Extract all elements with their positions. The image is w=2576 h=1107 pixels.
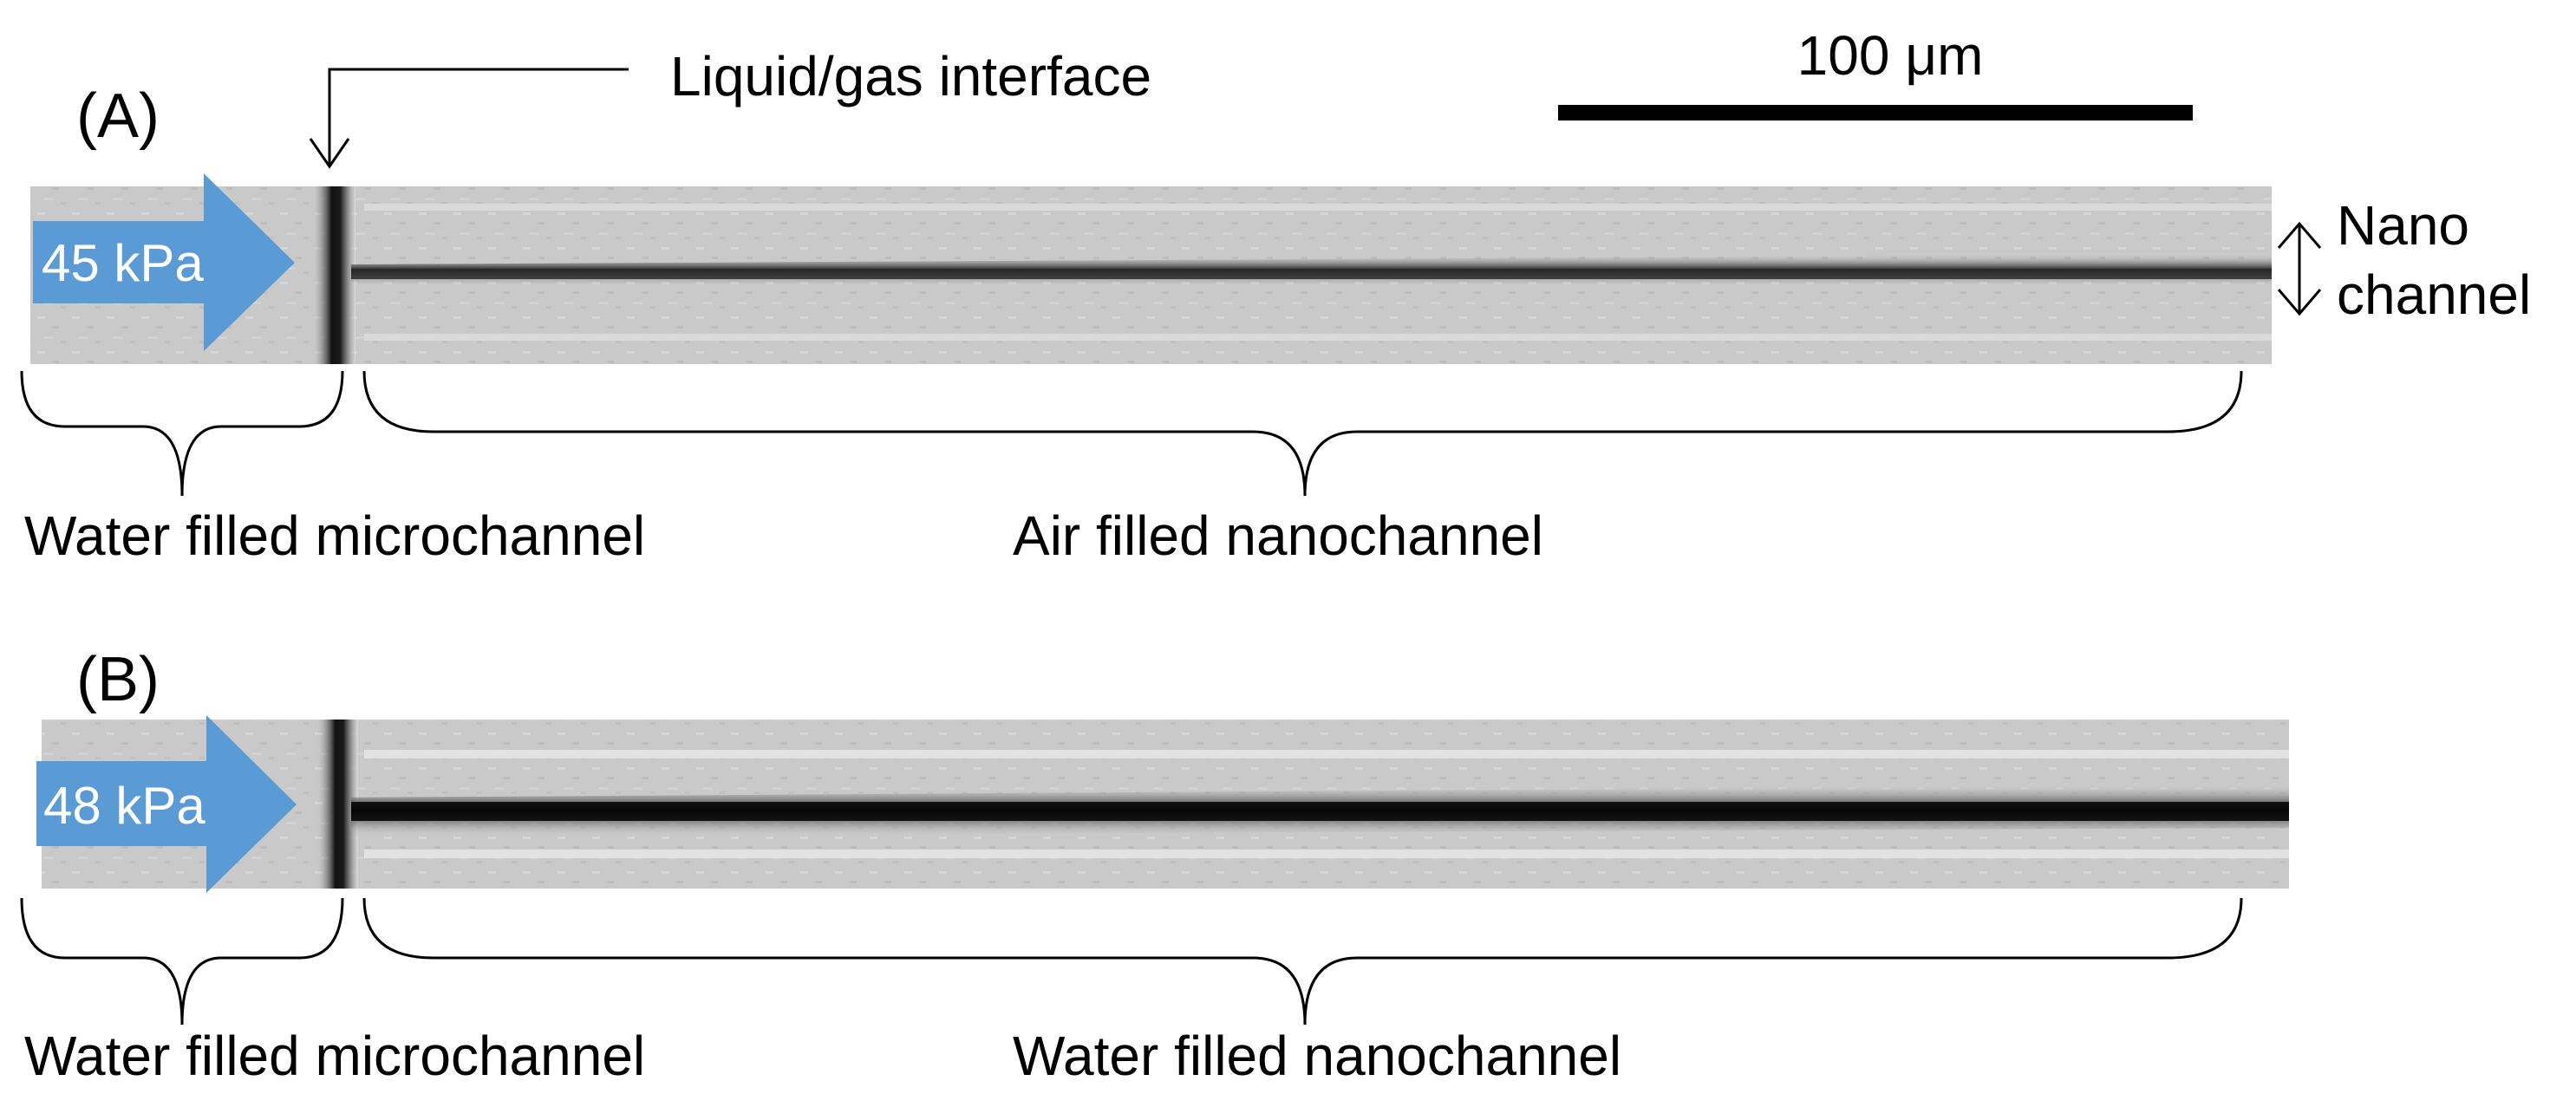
pressure-a-label: 45 kPa [42, 234, 204, 292]
nanochannel-b-core [351, 802, 2289, 821]
scale-bar: 100 μm [1558, 24, 2193, 120]
panel-a: (A) Liquid/gas interface 45 kPa Nano [20, 45, 2531, 567]
nanochannel-label-line2: channel [2337, 264, 2531, 326]
interface-label: Liquid/gas interface [670, 45, 1151, 107]
micrograph-b [42, 720, 2289, 889]
panel-a-left-region-label: Water filled microchannel [24, 505, 645, 567]
nanochannel-a-core [351, 269, 2272, 279]
micrograph-a [30, 186, 2272, 364]
interface-leader-line [328, 68, 629, 165]
micrograph-b-lower-fringe [364, 850, 2289, 858]
panel-a-label: (A) [76, 81, 160, 151]
pressure-arrow-a-shape [33, 173, 295, 351]
panel-a-right-region-label: Air filled nanochannel [1013, 505, 1543, 567]
panel-b-label: (B) [76, 645, 160, 714]
pressure-arrow-b: 48 kPa [36, 715, 297, 893]
panel-b: (B) 48 kPa Water filled microchannel Wat… [20, 645, 2289, 1087]
micrograph-a-upper-fringe [364, 204, 2272, 211]
interface-annotation: Liquid/gas interface [309, 45, 1151, 169]
micrograph-a-microchannel-wall [312, 186, 355, 364]
micrograph-a-lower-fringe [364, 334, 2272, 341]
brace-b-microchannel [20, 897, 344, 1026]
pressure-arrow-b-shape [36, 715, 297, 893]
scale-bar-line [1558, 105, 2193, 120]
pressure-arrow-a: 45 kPa [33, 173, 295, 351]
interface-arrowhead [309, 138, 350, 169]
double-arrow-top-head [2277, 221, 2322, 249]
scale-bar-label: 100 μm [1797, 24, 1984, 87]
nanochannel-height-indicator: Nano channel [2277, 194, 2531, 326]
brace-b-nanochannel [362, 897, 2243, 1026]
panel-b-left-region-label: Water filled microchannel [24, 1025, 645, 1087]
panel-b-right-region-label: Water filled nanochannel [1013, 1025, 1621, 1087]
micrograph-b-upper-fringe [364, 750, 2289, 759]
double-arrow-bottom-head [2277, 289, 2322, 316]
pressure-b-label: 48 kPa [43, 777, 205, 835]
nanochannel-label-line1: Nano [2337, 194, 2469, 257]
brace-a-nanochannel [362, 370, 2243, 497]
brace-a-microchannel [20, 370, 344, 497]
